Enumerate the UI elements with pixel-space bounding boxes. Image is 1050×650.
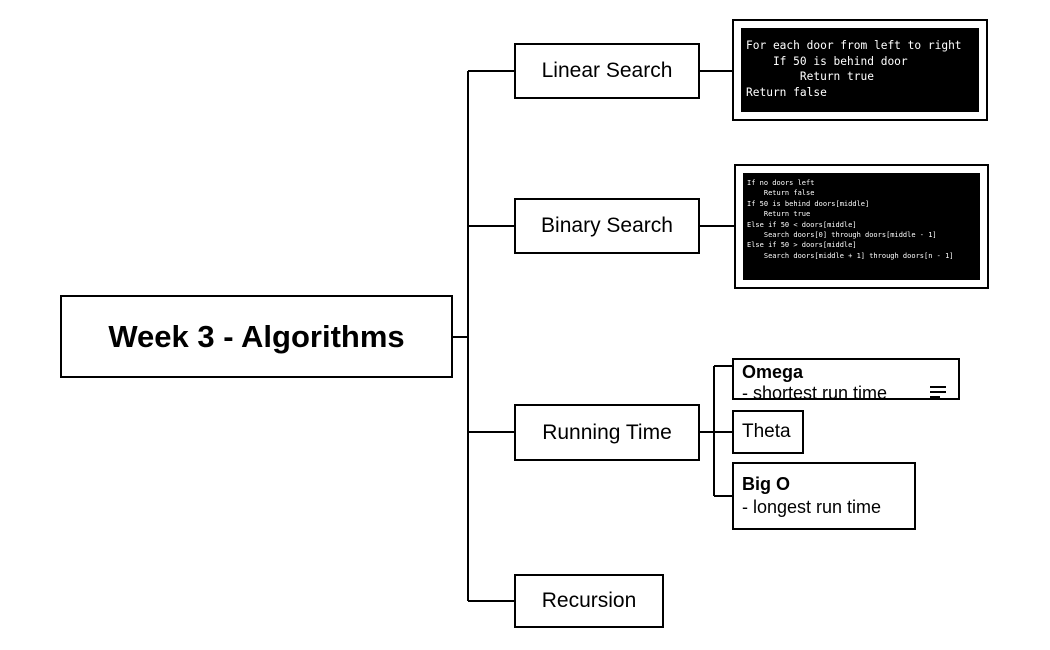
root-topic[interactable]: Week 3 - Algorithms	[60, 295, 453, 378]
notes-icon[interactable]	[930, 386, 946, 398]
big-o-title: Big O	[742, 474, 790, 494]
branch-recursion[interactable]: Recursion	[514, 574, 664, 628]
omega-title: Omega	[742, 362, 804, 382]
branch-linear-search[interactable]: Linear Search	[514, 43, 700, 99]
branch-running-time[interactable]: Running Time	[514, 404, 700, 461]
linear-search-pseudocode: For each door from left to right If 50 i…	[741, 28, 979, 112]
theta-title: Theta	[742, 421, 791, 442]
linear-search-pseudocode-card[interactable]: For each door from left to right If 50 i…	[732, 19, 988, 121]
subtopic-omega[interactable]: Omega - shortest run time	[732, 358, 960, 403]
subtopic-big-o[interactable]: Big O - longest run time	[732, 462, 916, 530]
binary-search-pseudocode: If no doors left Return false If 50 is b…	[743, 173, 980, 280]
omega-description: - shortest run time	[742, 383, 888, 403]
binary-search-pseudocode-card[interactable]: If no doors left Return false If 50 is b…	[734, 164, 989, 289]
branch-binary-search[interactable]: Binary Search	[514, 198, 700, 254]
big-o-description: - longest run time	[742, 497, 882, 517]
subtopic-theta[interactable]: Theta	[732, 410, 804, 454]
